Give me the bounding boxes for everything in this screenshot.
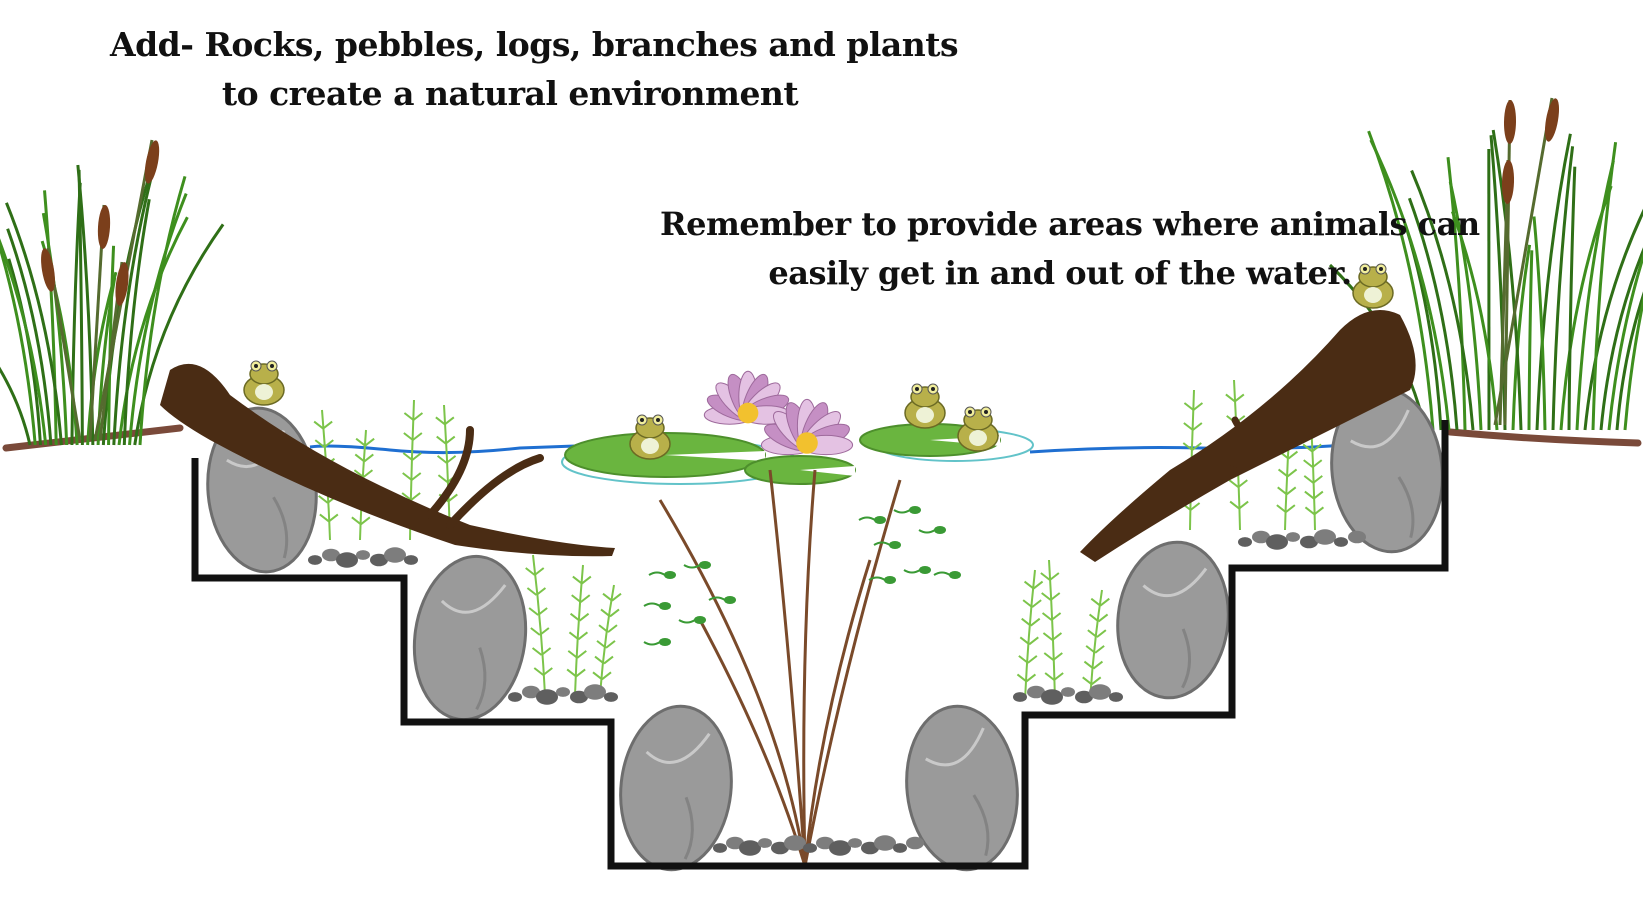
pond-weed-icon (1082, 589, 1110, 701)
tadpole-icon (918, 526, 946, 534)
tadpole-icon (678, 616, 706, 624)
pond-weed-icon (566, 564, 592, 696)
rock-icon (619, 704, 733, 872)
frog-icon (629, 414, 671, 460)
branch-icon (1181, 416, 1264, 479)
caption-right-line-1: Remember to provide areas where animals … (660, 205, 1480, 243)
tadpole-icon (683, 561, 711, 569)
tadpole-icon (643, 602, 671, 610)
pebble-icon (1238, 529, 1366, 550)
pebble-icon (308, 547, 418, 568)
cattail-icon (41, 247, 82, 441)
water-surface-left (309, 444, 576, 455)
water-lily-icon (760, 398, 854, 456)
pond-weed-icon (592, 584, 622, 696)
lily-pad (744, 455, 856, 485)
pond-outline (191, 420, 1449, 870)
tadpole-icon (858, 516, 886, 524)
cattail-icon (98, 261, 129, 441)
pond-weed-icon (1016, 569, 1044, 701)
frog-icon (1352, 263, 1394, 309)
tadpole-icon (648, 571, 676, 579)
pebble-icon (508, 684, 618, 705)
cattail-icon (88, 204, 111, 441)
lily-pad (564, 432, 766, 478)
lily-stem (803, 479, 902, 867)
tadpole-icon (893, 506, 921, 514)
frog-icon (957, 406, 999, 452)
pond-weed-icon (1040, 559, 1064, 701)
frog-icon (243, 360, 285, 406)
pebble-icon (1013, 684, 1123, 705)
water-lily-icon (703, 370, 793, 425)
soil-bank-right (1446, 428, 1642, 447)
tadpole-icon (708, 596, 736, 604)
reeds-left (0, 164, 225, 446)
tadpole-icon (868, 576, 896, 584)
branch-icon (426, 426, 544, 529)
caption-top-line-1: Add- Rocks, pebbles, logs, branches and … (110, 25, 959, 64)
cattail-icon (1493, 97, 1560, 426)
tadpole-icon (643, 638, 671, 646)
rock-icon (1116, 540, 1230, 700)
log-icon (160, 363, 615, 557)
caption-add-natural-items: Add- Rocks, pebbles, logs, branches and … (110, 20, 959, 118)
caption-top-line-2: to create a natural environment (221, 74, 799, 113)
pebble-icon (713, 835, 924, 856)
lily-stem (658, 499, 807, 867)
lily-stem (768, 469, 807, 867)
water-surface-right (1029, 443, 1346, 454)
caption-animal-access: Remember to provide areas where animals … (660, 200, 1480, 298)
rock-icon (412, 554, 528, 722)
lily-stem (803, 559, 872, 867)
tadpole-icon (873, 541, 901, 549)
lily-stem (802, 469, 817, 867)
caption-right-line-2: easily get in and out of the water. (768, 254, 1352, 292)
frog-icon (904, 383, 946, 429)
rock-icon (905, 704, 1019, 872)
pond-weed-icon (525, 554, 553, 696)
tadpole-icon (903, 566, 931, 574)
tadpole-icon (933, 571, 961, 579)
